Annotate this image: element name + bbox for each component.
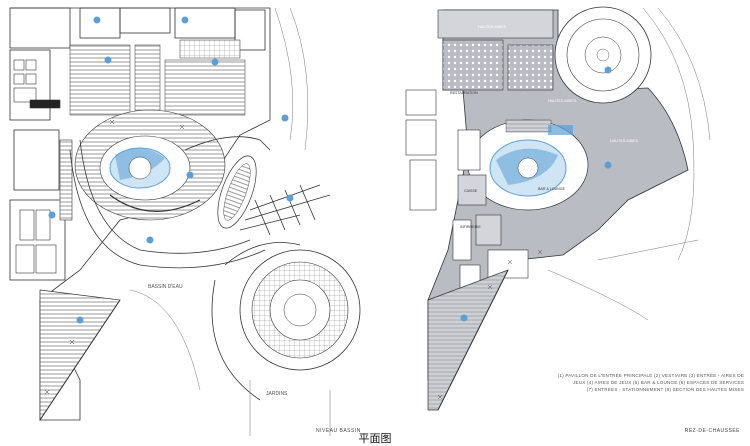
right-room-hautes-mises-mid: HAUTES MISES [548, 99, 577, 103]
left-service-rooms [13, 59, 73, 274]
right-room-restauration: RESTAURATION [450, 91, 478, 95]
left-level-label: NIVEAU BASSIN [316, 428, 361, 434]
left-entry-ribs [239, 184, 331, 236]
right-level-label: REZ-DE-CHAUSSÉE [684, 428, 740, 434]
right-diagonal-wing [427, 269, 509, 411]
floor-plan-ground-level: HAUTES MISES HAUTES MISES HAUTES MISES R… [398, 0, 750, 436]
left-gaming-rows-top [69, 39, 246, 116]
right-landscape-lines [547, 7, 711, 321]
right-numbered-markers [460, 66, 612, 322]
left-building-outline [9, 7, 271, 421]
right-restaurant-block [437, 9, 554, 91]
right-room-hautes-mises-top: HAUTES MISES [478, 25, 507, 29]
left-entry-pavilion [217, 155, 257, 229]
right-upper-circle [554, 6, 652, 104]
floor-plan-basin-level: BASSIN D'EAU JARDINS NIVEAU BASSIN [0, 0, 375, 436]
left-label-jardins: JARDINS [266, 391, 288, 397]
right-service-rooms [405, 89, 529, 296]
legend-line: JEUX (4) AIRES DE JEUX (5) BAR & LOUNGE … [573, 380, 744, 385]
left-central-oval [74, 109, 226, 221]
floor-plan-basin-svg: BASSIN D'EAU JARDINS [9, 7, 361, 436]
legend-line: (1) PAVILLON DE L'ENTRÉE PRINCIPALE (2) … [557, 373, 744, 378]
right-room-caisse: CAISSE [464, 189, 478, 193]
right-legend: (1) PAVILLON DE L'ENTRÉE PRINCIPALE (2) … [504, 372, 744, 393]
left-circular-ramp [211, 242, 361, 401]
left-numbered-markers [48, 16, 294, 324]
right-room-bar-lounge: BAR & LOUNGE [538, 187, 566, 191]
right-tree-symbols [437, 249, 543, 400]
left-tree-symbols [44, 119, 185, 395]
figure-caption: 平面图 [358, 432, 392, 445]
left-landscape-lines [129, 7, 331, 436]
left-label-bassin: BASSIN D'EAU [148, 284, 183, 290]
left-diagonal-wing [39, 289, 121, 422]
right-room-hautes-mises-right: HAUTES MISES [610, 139, 639, 143]
right-room-infirmerie: INFIRMERIE [460, 225, 481, 229]
floor-plan-ground-svg: HAUTES MISES HAUTES MISES HAUTES MISES R… [405, 6, 711, 411]
right-central-oval [467, 119, 589, 211]
legend-line: (7) ENTRÉES - STATIONNEMENT (8) SECTION … [586, 387, 744, 392]
